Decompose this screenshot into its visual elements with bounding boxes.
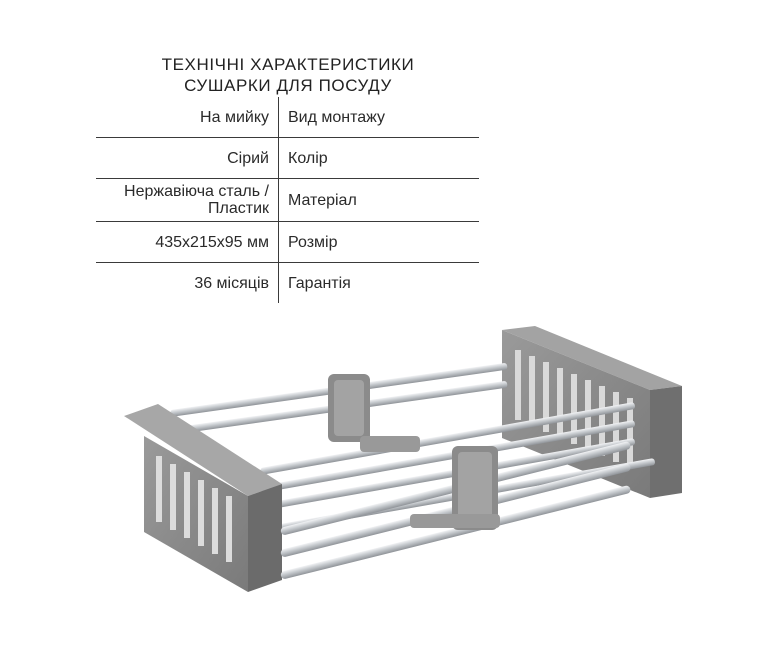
spec-table: На мийку Вид монтажу Сірий Колір Нержаві…	[96, 97, 479, 303]
spec-row-mounting: На мийку Вид монтажу	[96, 97, 479, 138]
spec-divider	[278, 97, 279, 137]
spec-value: 36 місяців	[194, 274, 269, 292]
spec-row-material: Нержавіюча сталь / Пластик Матеріал	[96, 179, 479, 222]
dish-drying-rack-image	[124, 326, 682, 592]
spec-row-color: Сірий Колір	[96, 138, 479, 179]
spec-value-line2: Пластик	[208, 200, 269, 217]
spec-title-line2: СУШАРКИ ДЛЯ ПОСУДУ	[184, 76, 392, 95]
spec-row-size: 435x215x95 мм Розмір	[96, 222, 479, 263]
spec-label: Розмір	[288, 233, 338, 251]
rack-left-end	[124, 404, 282, 592]
spec-label: Гарантія	[288, 274, 351, 292]
rack-rods-middle	[260, 402, 655, 531]
spec-divider	[278, 263, 279, 303]
spec-label: Матеріал	[288, 191, 357, 209]
spec-divider	[278, 179, 279, 221]
spec-value: 435x215x95 мм	[155, 233, 269, 251]
spec-row-warranty: 36 місяців Гарантія	[96, 263, 479, 303]
spec-label: Вид монтажу	[288, 108, 386, 126]
spec-value-line1: Нержавіюча сталь /	[124, 183, 269, 200]
rack-right-end	[502, 326, 682, 498]
spec-title-line1: ТЕХНІЧНІ ХАРАКТЕРИСТИКИ	[161, 55, 415, 74]
spec-title: ТЕХНІЧНІ ХАРАКТЕРИСТИКИ СУШАРКИ ДЛЯ ПОСУ…	[96, 54, 480, 96]
spec-value: Сірий	[227, 149, 269, 167]
spec-value: На мийку	[200, 108, 269, 126]
spec-label: Колір	[288, 149, 328, 167]
spec-divider	[278, 138, 279, 178]
rack-clip-front	[360, 436, 500, 530]
spec-divider	[278, 222, 279, 262]
spec-value: Нержавіюча сталь / Пластик	[96, 183, 278, 217]
rack-clip-back	[328, 374, 370, 442]
